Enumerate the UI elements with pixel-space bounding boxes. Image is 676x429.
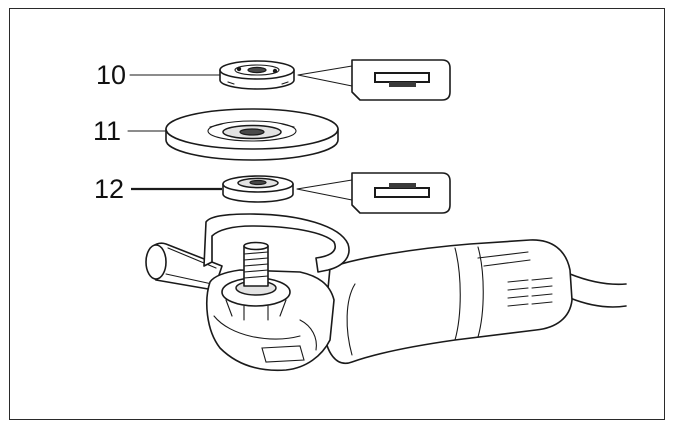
inner-flange [222, 175, 294, 203]
flange-nut [219, 60, 295, 90]
motor-housing [323, 239, 573, 365]
spindle [243, 241, 269, 287]
section-12-pointer [296, 179, 353, 201]
flange-nut-cross-section-inset [351, 59, 451, 101]
callout-11-label: 11 [93, 116, 121, 146]
grinding-disc [165, 108, 339, 161]
callout-12-label: 12 [94, 174, 124, 204]
wheel-guard [203, 213, 350, 273]
power-cord [569, 273, 627, 286]
inner-flange-cross-section-inset [351, 172, 451, 214]
section-10-pointer [297, 65, 353, 87]
ventilation-slots [477, 251, 553, 307]
angle-grinder [145, 213, 627, 372]
callout-10-label: 10 [96, 60, 126, 90]
side-handle [145, 242, 223, 291]
